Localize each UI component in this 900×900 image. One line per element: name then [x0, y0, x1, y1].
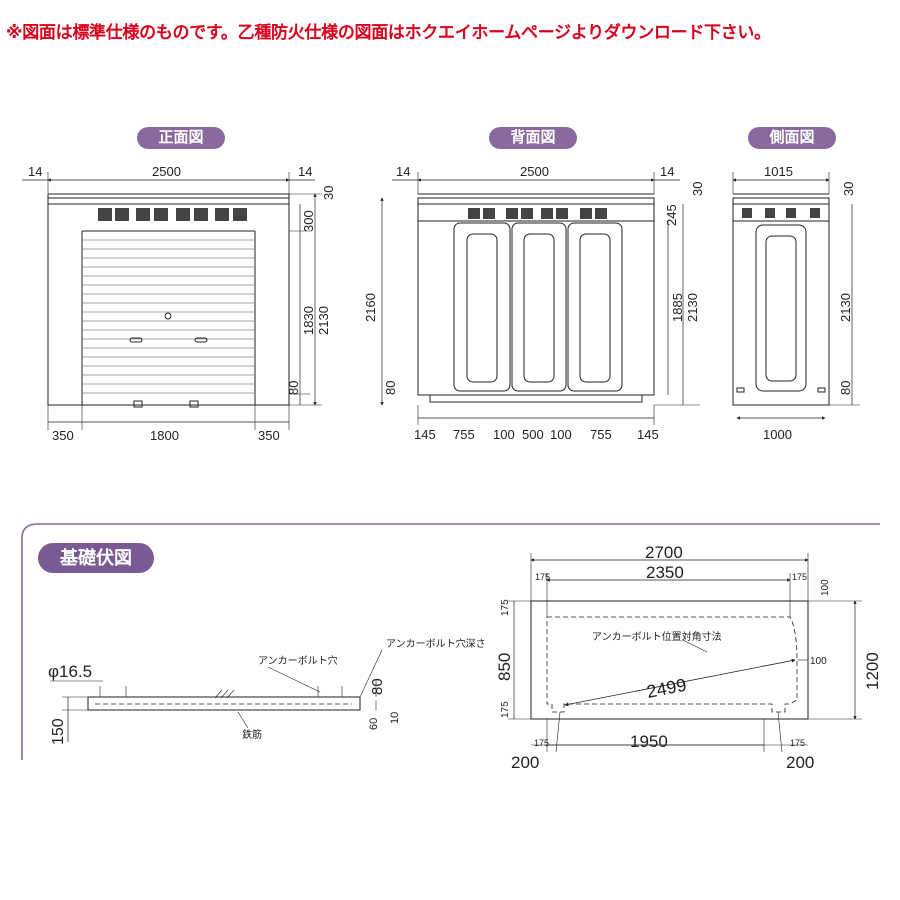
- svg-text:145: 145: [414, 427, 436, 442]
- svg-text:アンカーボルト穴深さ: アンカーボルト穴深さ: [386, 637, 486, 650]
- svg-text:φ16.5: φ16.5: [48, 662, 92, 681]
- svg-text:755: 755: [590, 427, 612, 442]
- svg-text:200: 200: [511, 753, 539, 772]
- front-view-title: 正面図: [137, 127, 225, 149]
- svg-text:80: 80: [838, 381, 853, 395]
- svg-text:1950: 1950: [630, 732, 668, 751]
- lock-icon: [164, 312, 172, 320]
- back-vents: [468, 208, 607, 219]
- svg-text:鉄筋: 鉄筋: [242, 728, 262, 741]
- side-dim-labels: 1015 30 2130 80 1000: [763, 164, 856, 442]
- front-vents: [98, 208, 247, 221]
- svg-text:1800: 1800: [150, 428, 179, 443]
- svg-text:80: 80: [369, 678, 386, 695]
- back-view-title: 背面図: [489, 127, 577, 149]
- svg-text:アンカーボルト位置対角寸法: アンカーボルト位置対角寸法: [592, 630, 722, 643]
- svg-text:2700: 2700: [645, 543, 683, 562]
- svg-text:1000: 1000: [763, 427, 792, 442]
- svg-text:アンカーボルト穴: アンカーボルト穴: [258, 654, 338, 667]
- svg-text:10: 10: [389, 712, 401, 724]
- back-dim-labels: 14 2500 14 30 245 2160 1885 2130 80 145 …: [363, 164, 705, 442]
- svg-text:100: 100: [493, 427, 515, 442]
- svg-text:1885: 1885: [670, 293, 685, 322]
- svg-text:2130: 2130: [685, 293, 700, 322]
- svg-text:175: 175: [790, 738, 805, 748]
- svg-text:2350: 2350: [646, 563, 684, 582]
- svg-text:175: 175: [534, 738, 549, 748]
- foundation-title: 基礎伏図: [38, 543, 154, 573]
- foundation-section-labels: φ16.5 アンカーボルト穴 アンカーボルト穴深さ 鉄筋 150 80 60 1…: [48, 637, 486, 745]
- svg-text:2160: 2160: [363, 293, 378, 322]
- svg-text:145: 145: [637, 427, 659, 442]
- shutter-slats: [82, 239, 255, 394]
- foundation-section: [50, 649, 383, 742]
- svg-text:30: 30: [841, 182, 856, 196]
- foundation-plan: [508, 553, 862, 753]
- svg-text:100: 100: [550, 427, 572, 442]
- svg-text:350: 350: [258, 428, 280, 443]
- svg-text:500: 500: [522, 427, 544, 442]
- svg-text:245: 245: [664, 204, 679, 226]
- notice-text: ※図面は標準仕様のものです。乙種防火仕様の図面はホクエイホームページよりダウンロ…: [6, 23, 771, 42]
- foundation-frame: [21, 523, 880, 760]
- handle-left-icon: [129, 337, 143, 343]
- svg-text:175: 175: [500, 701, 511, 718]
- svg-text:850: 850: [495, 653, 514, 681]
- svg-text:30: 30: [321, 186, 336, 200]
- front-dim-labels: 14 2500 14 350 1800 350 30 300 1830 2130…: [28, 164, 336, 443]
- svg-text:2130: 2130: [838, 293, 853, 322]
- back-view: [380, 172, 700, 425]
- svg-text:14: 14: [396, 164, 410, 179]
- front-view: [22, 172, 322, 430]
- svg-text:100: 100: [820, 579, 831, 596]
- svg-text:14: 14: [660, 164, 674, 179]
- svg-text:14: 14: [298, 164, 312, 179]
- svg-text:100: 100: [810, 656, 827, 667]
- svg-text:175: 175: [535, 572, 550, 582]
- svg-text:2500: 2500: [152, 164, 181, 179]
- svg-text:60: 60: [368, 718, 380, 730]
- svg-text:2130: 2130: [316, 306, 331, 335]
- svg-text:300: 300: [301, 210, 316, 232]
- svg-text:1015: 1015: [764, 164, 793, 179]
- svg-text:1830: 1830: [301, 306, 316, 335]
- svg-text:200: 200: [786, 753, 814, 772]
- side-vents: [742, 208, 820, 218]
- svg-text:80: 80: [286, 381, 301, 395]
- svg-text:14: 14: [28, 164, 42, 179]
- svg-text:755: 755: [453, 427, 475, 442]
- handle-right-icon: [194, 337, 208, 343]
- svg-text:175: 175: [792, 572, 807, 582]
- svg-text:30: 30: [690, 182, 705, 196]
- foundation-plan-labels: 2700 2350 175 175 100 175 850 175 1200 ア…: [495, 543, 882, 772]
- svg-text:175: 175: [500, 599, 511, 616]
- side-view: [732, 172, 860, 420]
- svg-text:150: 150: [50, 718, 67, 745]
- side-view-title: 側面図: [748, 127, 836, 149]
- svg-text:2500: 2500: [520, 164, 549, 179]
- svg-text:350: 350: [52, 428, 74, 443]
- svg-text:80: 80: [383, 381, 398, 395]
- svg-text:1200: 1200: [863, 652, 882, 690]
